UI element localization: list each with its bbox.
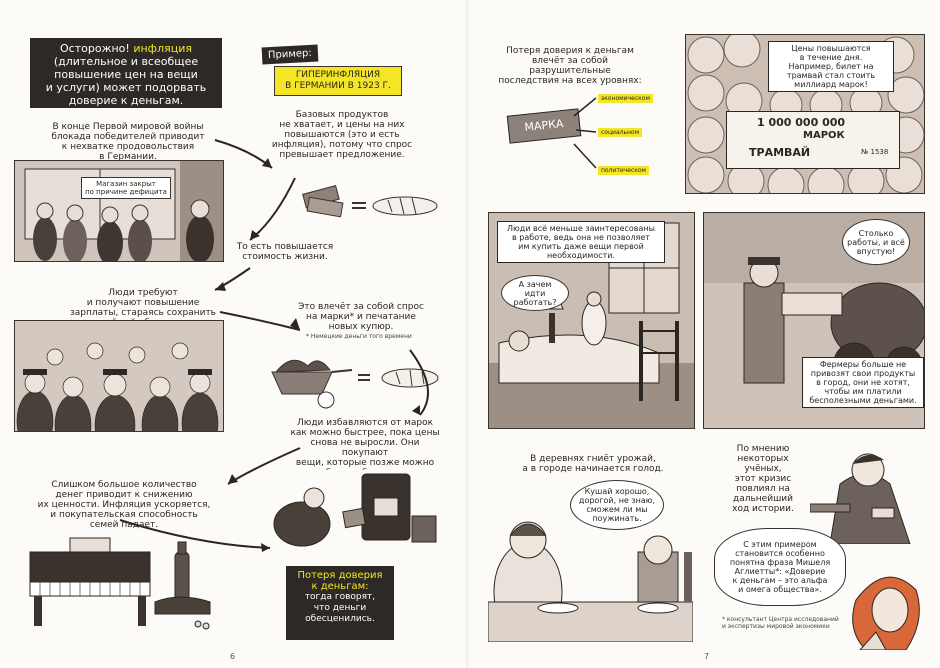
woman-portrait-illustration — [852, 576, 920, 650]
intro-text: (длительное и всеобщее повышение цен на … — [45, 55, 207, 107]
panel-tram-ticket: Цены повышаются в течение дня. Например,… — [685, 34, 925, 194]
level-arrows — [573, 97, 597, 169]
shop-sign: Магазин закрыт по причине дефицита — [81, 177, 171, 199]
not-interested-caption: Люди всё меньше заинтересованы в работе,… — [497, 221, 665, 263]
loss-title: Потеря доверия к деньгам: — [297, 570, 383, 592]
crowd-illustration — [15, 321, 223, 431]
man-in-uniform-illustration — [810, 453, 911, 544]
right-page: Потеря доверия к деньгам влечёт за собой… — [470, 0, 940, 668]
ticket-word: ТРАМВАЙ — [749, 146, 811, 159]
panel-farmer: Столько работы, и всё впустую! Фермеры б… — [703, 212, 925, 429]
ticket-amount: 1 000 000 000 — [757, 116, 846, 129]
harvest-rots-caption: В деревнях гниёт урожай, а в городе начи… — [522, 454, 664, 474]
ticket-number: № 1538 — [861, 148, 889, 156]
ticket-currency: МАРОК — [803, 130, 845, 141]
text-cost-living: То есть повышается стоимость жизни. — [236, 242, 334, 262]
example-title: ГИПЕРИНФЛЯЦИЯ В ГЕРМАНИИ В 1923 Г. — [274, 66, 402, 96]
panel-dinner: В деревнях гниёт урожай, а в городе начи… — [488, 442, 693, 642]
panel-crowd — [14, 320, 224, 432]
loss-of-trust-box: Потеря доверия к деньгам: тогда говорят,… — [286, 566, 394, 640]
text-basic-goods: Базовых продуктов не хватает, и цены на … — [271, 110, 413, 160]
left-page: Осторожно! инфляция (длительное и всеобщ… — [14, 38, 442, 661]
text-ww1: В конце Первой мировой войны блокада поб… — [51, 122, 205, 162]
dinner-illustration — [488, 442, 693, 642]
text-get-rid: Люди избавляются от марок как можно быст… — [290, 418, 440, 478]
text-loss-levels: Потеря доверия к деньгам влечёт за собой… — [498, 46, 642, 86]
panel-bed: Люди всё меньше заинтересованы в работе,… — [488, 212, 695, 429]
text-some-scholars: По мнению некоторых учёных, этот кризис … — [732, 444, 794, 514]
banknotes-and-bread-illustration — [302, 184, 438, 218]
bubble-aglietta: С этим примером становится особенно поня… — [714, 528, 846, 606]
prices-day-caption: Цены повышаются в течение дня. Например,… — [768, 41, 894, 92]
level-political: политическом — [598, 166, 650, 175]
panel-closed-shop: Магазин закрыт по причине дефицита — [14, 160, 224, 262]
level-social: социальном — [598, 128, 643, 137]
flow-arrows-left — [119, 139, 429, 552]
bubble-why-work: А зачем идти работать? — [501, 275, 569, 311]
intro-label: Осторожно! — [60, 42, 130, 55]
intro-keyword: инфляция — [133, 42, 192, 55]
footnote-marks: * Немецкие деньги того времени — [306, 333, 412, 340]
tram-ticket: 1 000 000 000 МАРОК ТРАМВАЙ № 1538 — [726, 111, 900, 169]
page-number-right: 7 — [704, 652, 710, 661]
intro-box: Осторожно! инфляция (длительное и всеобщ… — [30, 38, 222, 108]
page-number-left: 6 — [230, 652, 236, 661]
stove-illustration — [262, 470, 442, 548]
footnote-aglietta: * консультант Центра исследований и эксп… — [722, 616, 839, 630]
farmers-caption: Фермеры больше не привозят свои продукты… — [802, 357, 924, 408]
bubble-eat-well: Кушай хорошо, дорогой, не знаю, сможем л… — [570, 480, 664, 530]
level-economic: экономическом — [598, 94, 653, 103]
loss-text: тогда говорят, что деньги обесценились. — [304, 592, 376, 624]
piano-illustration — [29, 537, 211, 630]
bubble-so-much-work: Столько работы, и всё впустую! — [842, 219, 910, 265]
text-demand-marks: Это влечёт за собой спрос на марки* и пе… — [298, 302, 424, 332]
